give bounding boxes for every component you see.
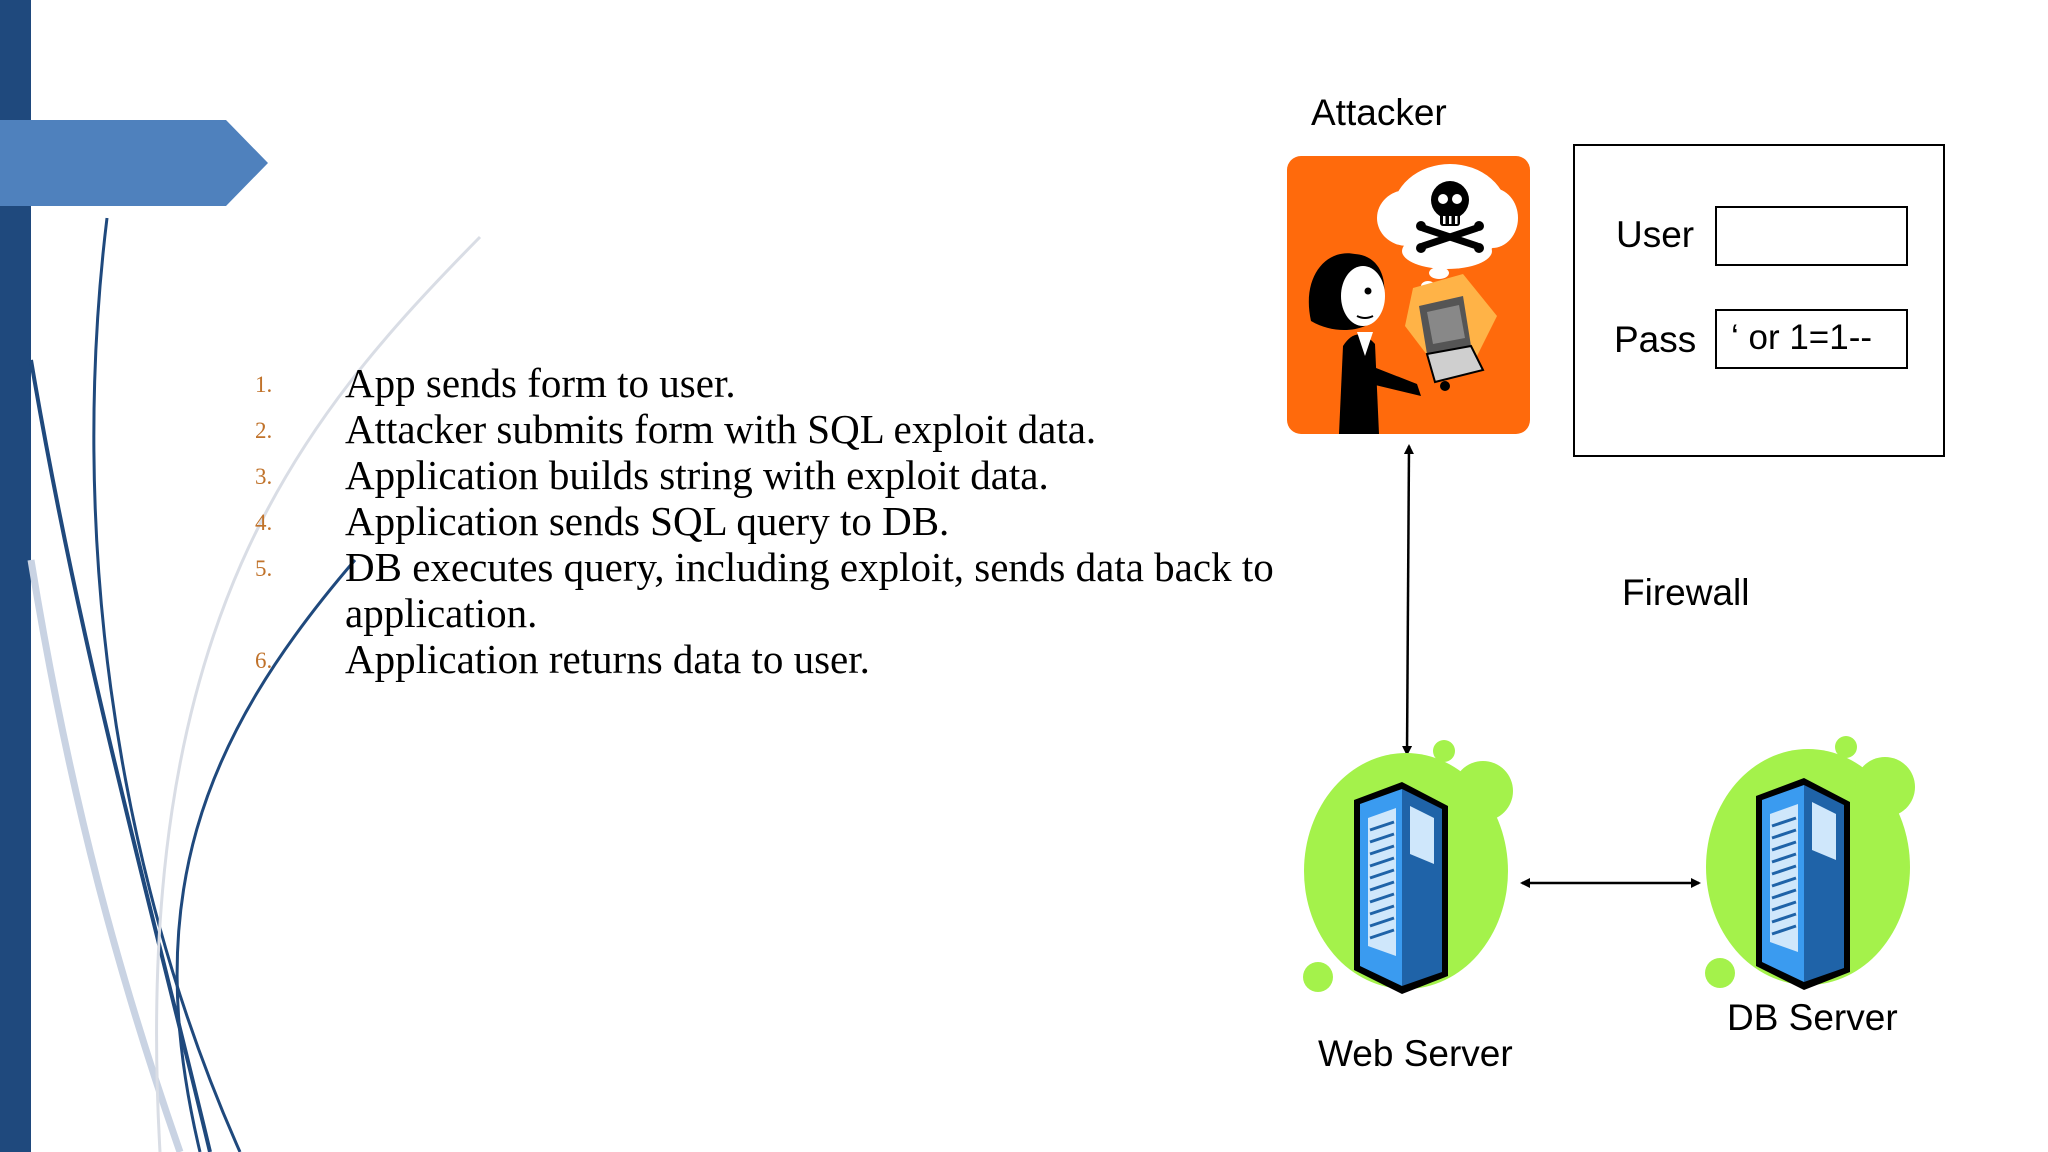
steps-list: 1. App sends form to user. 2. Attacker sub… <box>255 360 1325 682</box>
step-item: 1. App sends form to user. <box>255 360 1325 406</box>
step-item: 4. Application sends SQL query to DB. <box>255 498 1325 544</box>
attacker-label: Attacker <box>1311 92 1447 133</box>
step-item: 2. Attacker submits form with SQL exploit… <box>255 406 1325 452</box>
step-number: 2. <box>255 418 273 443</box>
step-text: Attacker submits form with SQL exploit d… <box>345 406 1097 452</box>
step-text: Application builds string with exploit d… <box>345 452 1049 498</box>
user-label: User <box>1616 214 1695 255</box>
title-arrow-shape <box>0 120 268 206</box>
db-server-label: DB Server <box>1727 997 1898 1038</box>
step-number: 4. <box>255 510 273 535</box>
server-rack-icon <box>1303 740 1513 994</box>
step-number: 6. <box>255 648 273 673</box>
step-item: 6. Application returns data to user. <box>255 636 1325 682</box>
web-server-label: Web Server <box>1318 1033 1513 1074</box>
decorative-curves <box>27 217 482 1152</box>
step-text: DB executes query, including exploit, se… <box>345 544 1274 636</box>
server-rack-icon <box>1705 736 1915 990</box>
attacker-webserver-arrow <box>1402 444 1414 756</box>
firewall-label: Firewall <box>1622 572 1750 613</box>
step-item: 3. Application builds string with exploit… <box>255 452 1325 498</box>
db-server-icon[interactable] <box>1700 732 1930 992</box>
step-text: App sends form to user. <box>345 360 736 406</box>
step-number: 5. <box>255 556 273 581</box>
person-figure <box>1308 253 1421 434</box>
step-number: 3. <box>255 464 273 489</box>
pass-field[interactable]: ‘ or 1=1-- <box>1715 309 1908 369</box>
step-item: 5. DB executes query, including exploit, … <box>255 544 1325 636</box>
skull-crossbones-icon <box>1416 181 1484 253</box>
step-text: Application returns data to user. <box>345 636 870 682</box>
user-field[interactable] <box>1715 206 1908 266</box>
step-number: 1. <box>255 372 273 397</box>
login-form: User Pass ‘ or 1=1-- <box>1573 144 1945 457</box>
step-text: Application sends SQL query to DB. <box>345 498 950 544</box>
laptop-icon <box>1405 274 1497 391</box>
pass-label: Pass <box>1614 319 1697 360</box>
web-server-icon[interactable] <box>1298 736 1528 996</box>
attacker-illustration <box>1287 156 1530 434</box>
